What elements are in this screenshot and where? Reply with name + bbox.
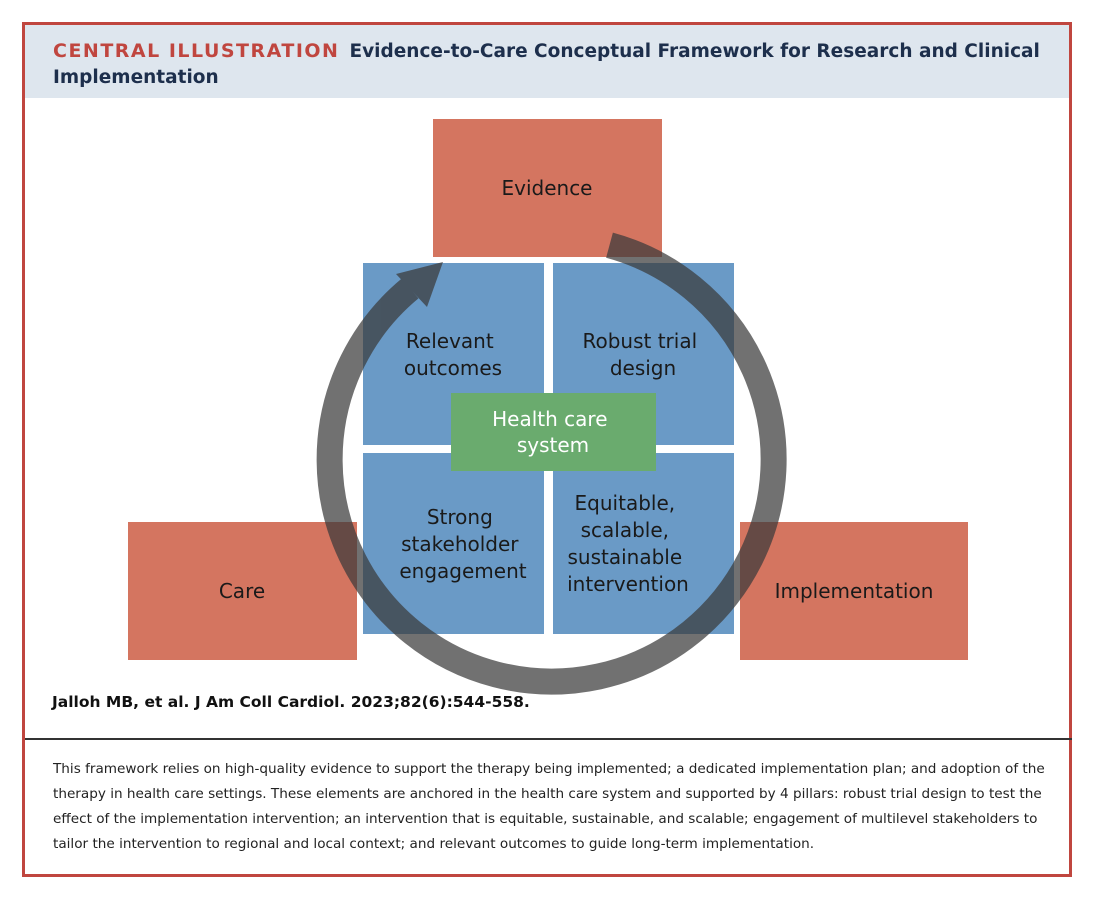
- pillar-label-line: Strong: [427, 505, 493, 529]
- pillar-label-line: intervention: [567, 572, 689, 596]
- pillar-label-line: outcomes: [404, 356, 502, 380]
- implementation-label: Implementation: [775, 579, 934, 603]
- pillar-label-line: Robust trial: [582, 329, 697, 353]
- pillar-equitable-intervention-label: Equitable, scalable, sustainable interve…: [567, 491, 689, 596]
- figure-title: Evidence-to-Care Conceptual Framework fo…: [53, 41, 1040, 88]
- care-box: [128, 522, 357, 660]
- pillar-label-line: scalable,: [581, 518, 669, 542]
- pillar-label-line: Relevant: [406, 329, 494, 353]
- care-label: Care: [219, 579, 265, 603]
- pillar-robust-trial-design-label: Robust trial design: [582, 329, 703, 380]
- pillar-label-line: sustainable: [567, 545, 682, 569]
- caption-divider: [25, 738, 1072, 740]
- pillar-label-line: engagement: [399, 559, 526, 583]
- implementation-box: [740, 522, 968, 660]
- pillar-label-line: stakeholder: [401, 532, 519, 556]
- central-illustration-tag: CENTRAL ILLUSTRATION: [53, 40, 340, 62]
- pillar-label-line: Equitable,: [575, 491, 676, 515]
- pillar-stakeholder-engagement-label: Strong stakeholder engagement: [399, 505, 526, 583]
- health-care-system-box: [451, 393, 656, 471]
- citation: Jalloh MB, et al. J Am Coll Cardiol. 202…: [52, 693, 530, 711]
- evidence-box: [433, 119, 662, 257]
- pillar-relevant-outcomes-label: Relevant outcomes: [404, 329, 502, 380]
- pillar-label-line: design: [610, 356, 676, 380]
- center-label-line: system: [517, 433, 589, 457]
- center-label-line: Health care: [492, 407, 607, 431]
- health-care-system-label: Health care system: [492, 407, 614, 457]
- cycle-arrow: [316, 232, 787, 695]
- evidence-label: Evidence: [501, 176, 592, 200]
- figure-caption: This framework relies on high-quality ev…: [53, 761, 1045, 852]
